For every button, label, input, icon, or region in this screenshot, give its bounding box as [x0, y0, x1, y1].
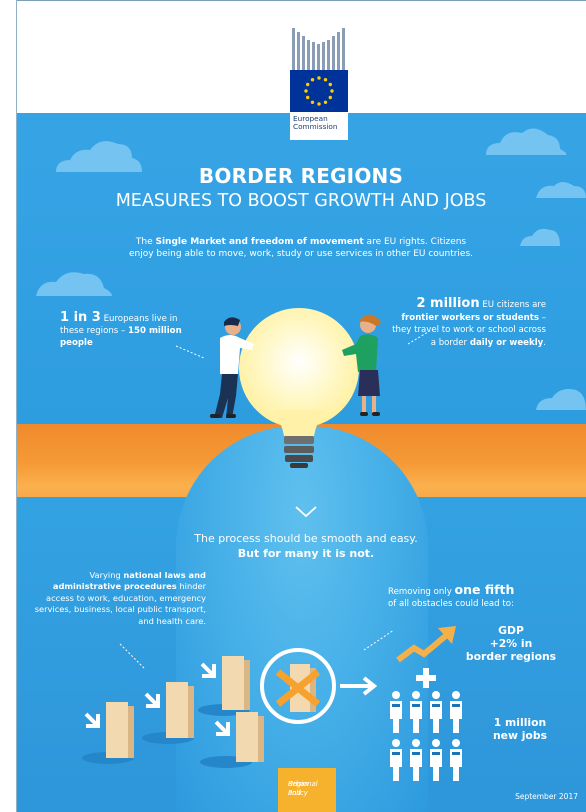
obstacles-text-2: hinder access to work, education, emerge… [34, 581, 206, 626]
logo-line-1: European [293, 114, 328, 123]
intro-post: are EU rights. Citizens enjoy being able… [128, 237, 474, 260]
stat-left: 1 in 3 Europeans live in these regions –… [60, 310, 200, 349]
gdp-line-2: +2% in [489, 637, 533, 650]
policy-label-box: Regional and Urban Policy [278, 768, 336, 812]
cloud [56, 141, 142, 172]
stat-right-bold-1: frontier workers or students [401, 312, 539, 323]
jobs-line-2: new jobs [492, 729, 548, 742]
cloud [536, 389, 586, 410]
bulb-light-shape [176, 426, 428, 812]
cloud [536, 182, 586, 198]
logo-text: European Commission [293, 115, 338, 131]
remove-text-1: Removing only [388, 587, 455, 597]
policy-label-line-1: Regional and [288, 780, 318, 797]
cloud [36, 272, 112, 296]
remove-big: one fifth [454, 582, 515, 597]
infographic-canvas: European Commission BORDER REGIONS MEASU… [16, 0, 586, 812]
intro-pre: The [135, 237, 156, 247]
policy-label-line-2: Urban Policy [288, 780, 309, 797]
process-statement: The process should be smooth and easy. B… [146, 531, 466, 561]
obstacles-bold: national laws and administrative procedu… [52, 570, 206, 592]
stat-left-text: Europeans live in these regions – [60, 314, 178, 336]
gdp-stat: GDP +2% in border regions [456, 624, 566, 663]
lightbulb-icon [239, 308, 359, 468]
process-line-2: But for many it is not. [237, 547, 375, 560]
cloud [486, 128, 567, 155]
dotted-connectors [119, 331, 429, 669]
remove-obstacles-text: Removing only one fifth of all obstacles… [388, 582, 548, 610]
man-figure [210, 317, 254, 418]
worker [390, 691, 402, 733]
stat-right-text-3: . [543, 337, 546, 348]
chevron-down-icon [295, 506, 317, 518]
woman-figure [342, 314, 381, 416]
intro-text: The Single Market and freedom of movemen… [128, 236, 474, 261]
obstacles-text: Varying national laws and administrative… [26, 570, 206, 627]
stat-left-bold: 150 million people [60, 326, 182, 348]
obstacles-text-1: Varying [89, 570, 124, 580]
eu-stars-icon [304, 76, 334, 106]
publication-date: September 2017 [515, 792, 578, 801]
subtitle: MEASURES TO BOOST GROWTH AND JOBS [115, 191, 487, 211]
gdp-line-3: border regions [465, 650, 557, 663]
main-title: BORDER REGIONS [198, 164, 404, 188]
intro-bold: Single Market and freedom of movement [155, 237, 364, 247]
gdp-line-1: GDP [498, 624, 524, 637]
eu-flag-blue [290, 70, 348, 112]
process-line-1: The process should be smooth and easy. [194, 532, 418, 545]
stat-right-text-1: EU citizens are [479, 300, 546, 310]
stat-right-bold-2: daily or weekly [469, 337, 544, 348]
top-border [16, 0, 586, 1]
eu-flag: European Commission [290, 70, 348, 140]
growth-arrow-icon [396, 626, 456, 688]
logo-line-2: Commission [293, 122, 338, 131]
left-border [16, 0, 17, 812]
stat-right-text-2: – they travel to work or school across a… [392, 312, 546, 348]
stat-left-big: 1 in 3 [60, 310, 101, 325]
jobs-line-1: 1 million [493, 716, 547, 729]
stat-right: 2 million EU citizens are frontier worke… [388, 296, 546, 349]
jobs-stat: 1 million new jobs [472, 716, 568, 742]
cloud [520, 228, 560, 246]
stat-right-big: 2 million [416, 296, 480, 311]
workers-icon [390, 691, 462, 781]
remove-text-2: of all obstacles could lead to: [388, 599, 514, 609]
clouds [36, 128, 586, 410]
building-icon [292, 28, 345, 78]
remove-obstacle-icon [260, 648, 378, 724]
european-commission-logo: European Commission [278, 28, 360, 144]
barrier-blocks [82, 656, 264, 768]
